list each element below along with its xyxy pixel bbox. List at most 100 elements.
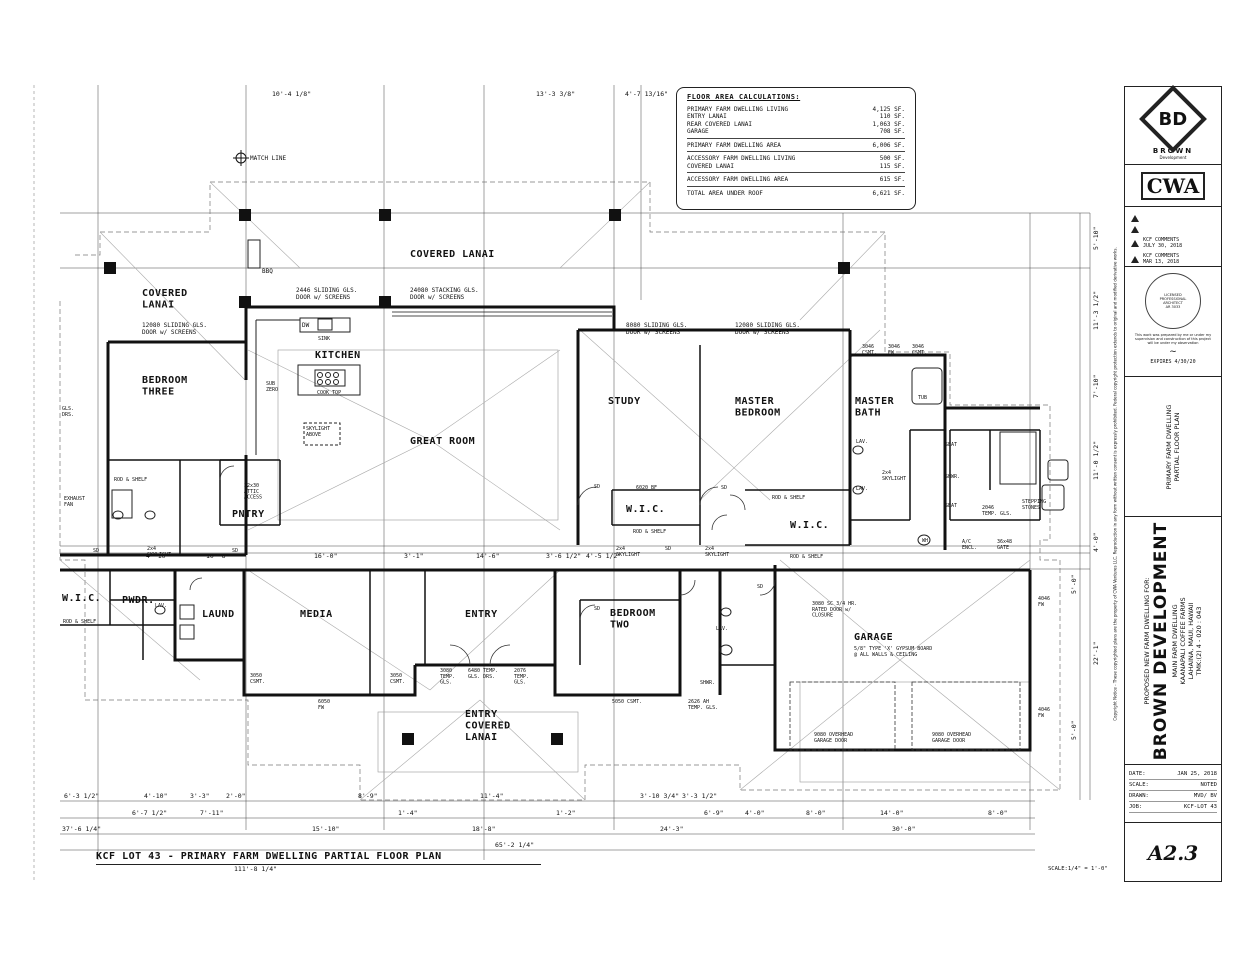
note-sd-7: SD [232,548,238,554]
match-line-symbol [233,150,249,166]
plan-notes: MATCH LINE BBQ 2446 SLIDING GLS.DOOR w/ … [62,155,1050,744]
dim-r-5: 4'-0" [1092,532,1100,552]
roof-inner [277,349,1031,783]
kitchen-fixtures [247,239,361,455]
project-pre: PROPOSED NEW FARM DWELLING FOR: [1143,576,1151,705]
dim-b1-8: 3'-3 1/2" [682,792,717,800]
note-lav-3: LAV. [716,626,728,632]
revision-item [1131,226,1215,233]
dim-top-1: 10'-4 1/8" [272,90,311,98]
sheet-number-text: A2.3 [1147,841,1199,865]
seal-expires: EXPIRES 4/30/20 [1150,359,1196,365]
dimension-strings-right: 5'-10" 11'-3 1/2" 7'-10" 11'-0 1/2" 4'-0… [1070,227,1100,740]
room-laund: LAUND [202,609,235,620]
note-sd-6: SD [93,548,99,554]
dim-b2-3: 1'-4" [398,809,418,817]
revision-item [1131,215,1215,222]
note-glass-drs: GLS.DRS. [62,406,74,418]
room-wic-master: W.I.C. [790,520,829,531]
scale-note: SCALE:1/4" = 1'-0" [1048,866,1108,872]
dim-b3-1: 37'-6 1/4" [62,825,101,833]
seal-signature: ~ [1169,347,1177,357]
dim-b1-1: 6'-3 1/2" [64,792,99,800]
dim-b1-3: 3'-3" [190,792,210,800]
cwa-logo-text: CWA [1140,171,1206,200]
grid-lines [60,85,1091,860]
note-sd-4: SD [594,606,600,612]
dim-b2-5: 6'-9" [704,809,724,817]
note-seat-top: SEAT [945,442,957,448]
dim-b3-4: 24'-3" [660,825,683,833]
plan-title: KCF LOT 43 - PRIMARY FARM DWELLING PARTI… [96,851,442,862]
dim-b2-6: 4'-0" [745,809,765,817]
note-shwr: SHWR. [945,474,960,480]
exterior-walls [60,305,1040,752]
revision-triangle-icon [1131,255,1139,263]
dim-r-4: 11'-0 1/2" [1092,441,1100,480]
dim-mid-2: 10'-6" [206,552,229,560]
roof-outline [59,181,1061,801]
note-stacking-24080: 24080 STACKING GLS.DOOR w/ SCREENS [410,287,479,301]
dim-b3-2: 15'-10" [312,825,339,833]
room-pwdr: PWDR. [122,595,155,606]
dim-b1-7: 3'-10 3/4" [640,792,679,800]
note-entry-glass-mid: 6480 TEMP.GLS. DRS. [468,668,498,680]
dim-r-8: 5'-0" [1070,720,1078,740]
info-row: DATE:JAN 25, 2018 [1129,769,1217,780]
dim-b2-2: 7'-11" [200,809,223,817]
copyright-strip: Copyright Notice - These copyrighted pla… [1108,86,1122,882]
dim-b2-1: 6'-7 1/2" [132,809,167,817]
note-cook-top: COOK TOP [317,390,341,396]
architect-seal: LICENSED PROFESSIONAL ARCHITECT AR 3033 … [1125,267,1221,377]
note-sd-1: SD [594,484,600,490]
room-great-room: GREAT ROOM [410,436,475,447]
info-row: SCALE:NOTED [1129,780,1217,791]
dim-mid-3: 16'-0" [314,552,337,560]
note-garage-wall: 5/8" TYPE 'X' GYPSUM BOARD@ ALL WALLS & … [854,646,932,658]
room-entry: ENTRY [465,609,498,620]
note-sd-3: SD [665,546,671,552]
room-study: STUDY [608,396,641,407]
note-match-line: MATCH LINE [250,155,287,162]
note-dw: DW [302,322,310,329]
note-sd-2: SD [721,485,727,491]
room-wic-left: W.I.C. [62,593,101,604]
dim-r-3: 7'-10" [1092,375,1100,398]
dim-mid-7: 3'-6 1/2" [546,552,581,560]
brown-development-logo: BD BROWN Development [1125,85,1221,165]
note-lav-4: LAV. [155,603,167,609]
dim-b2-7: 8'-0" [806,809,826,817]
dim-b3-5: 30'-0" [892,825,915,833]
note-sliding-12080-left: 12080 SLIDING GLS.DOOR w/ SCREENS [142,322,207,336]
dimension-strings: 10'-4 1/8" 13'-3 3/8" 4'-7 13/16" 4'-10"… [62,90,1008,873]
cwa-logo: CWA [1125,165,1221,207]
revision-triangle-icon [1131,226,1139,233]
dim-b4-1: 65'-2 1/4" [495,841,534,849]
note-bbq: BBQ [262,268,273,275]
seal-stamp: LICENSED PROFESSIONAL ARCHITECT AR 3033 [1145,273,1201,329]
info-row: JOB:KCF-LOT 43 [1129,802,1217,813]
revision-triangle-icon [1131,239,1139,247]
note-rod-shelf-master-2: ROD & SHELF [790,554,823,560]
